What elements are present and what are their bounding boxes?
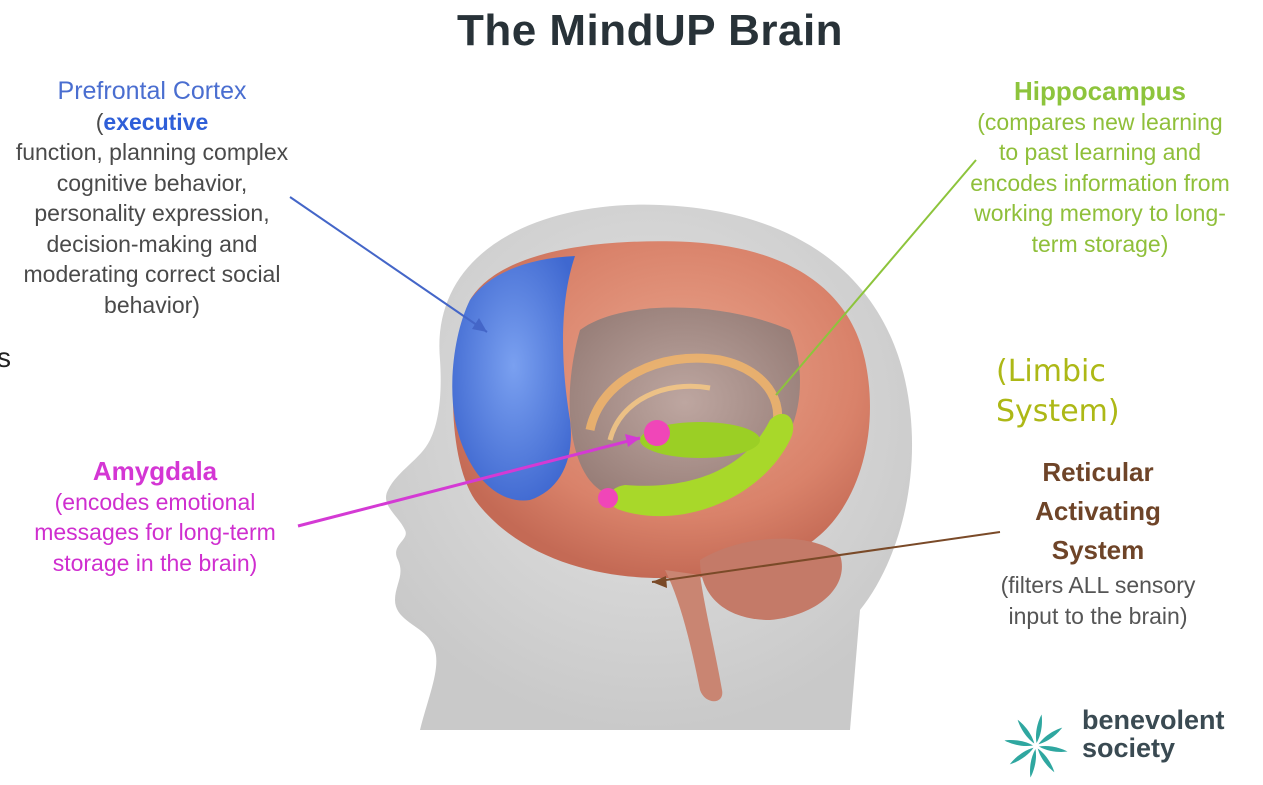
reticular-heading: Reticular Activating System — [986, 453, 1210, 570]
prefrontal-heading: Prefrontal Cortex — [6, 76, 298, 107]
reticular-description: (filters ALL sensory input to the brain) — [986, 570, 1210, 631]
amygdala-description: (encodes emotional messages for long-ter… — [10, 487, 300, 579]
logo-line-2: society — [1082, 734, 1225, 762]
hippocampus-label: Hippocampus (compares new learning to pa… — [966, 76, 1234, 259]
reticular-label: Reticular Activating System (filters ALL… — [986, 453, 1210, 631]
amygdala-structure — [644, 420, 670, 446]
prefrontal-cortex-label: Prefrontal Cortex (executive function, p… — [6, 76, 298, 320]
amygdala-heading: Amygdala — [10, 456, 300, 487]
diagram-title: The MindUP Brain — [0, 6, 1263, 56]
prefrontal-pointer — [290, 197, 487, 332]
hippocampus-description: (compares new learning to past learning … — [966, 107, 1234, 260]
logo-starburst-icon — [1004, 714, 1068, 778]
amygdala-label: Amygdala (encodes emotional messages for… — [10, 456, 300, 578]
prefrontal-emphasis: executive — [103, 109, 208, 135]
amygdala-lower — [598, 488, 618, 508]
limbic-system-overlay: (Limbic System) — [996, 352, 1156, 432]
hippocampus-heading: Hippocampus — [966, 76, 1234, 107]
stray-glyph: s — [0, 342, 11, 374]
logo-line-1: benevolent — [1082, 706, 1225, 734]
prefrontal-description: function, planning complex cognitive beh… — [6, 137, 298, 320]
logo-wordmark: benevolent society — [1082, 706, 1225, 762]
